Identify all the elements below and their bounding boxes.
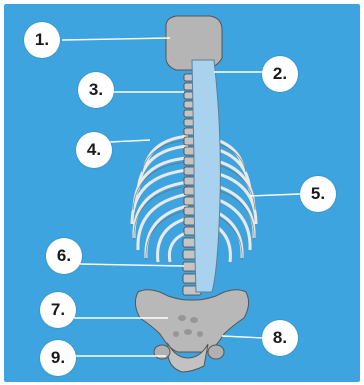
callout-1: 1. bbox=[24, 22, 60, 58]
callout-6: 6. bbox=[46, 238, 82, 274]
callout-5: 5. bbox=[300, 176, 336, 212]
callout-9: 9. bbox=[40, 340, 76, 376]
callout-3: 3. bbox=[78, 72, 114, 108]
callout-7: 7. bbox=[40, 292, 76, 328]
callout-4: 4. bbox=[76, 132, 112, 168]
callout-2: 2. bbox=[262, 56, 298, 92]
callout-8: 8. bbox=[262, 320, 298, 356]
spinal-cord-highlight bbox=[192, 60, 220, 292]
